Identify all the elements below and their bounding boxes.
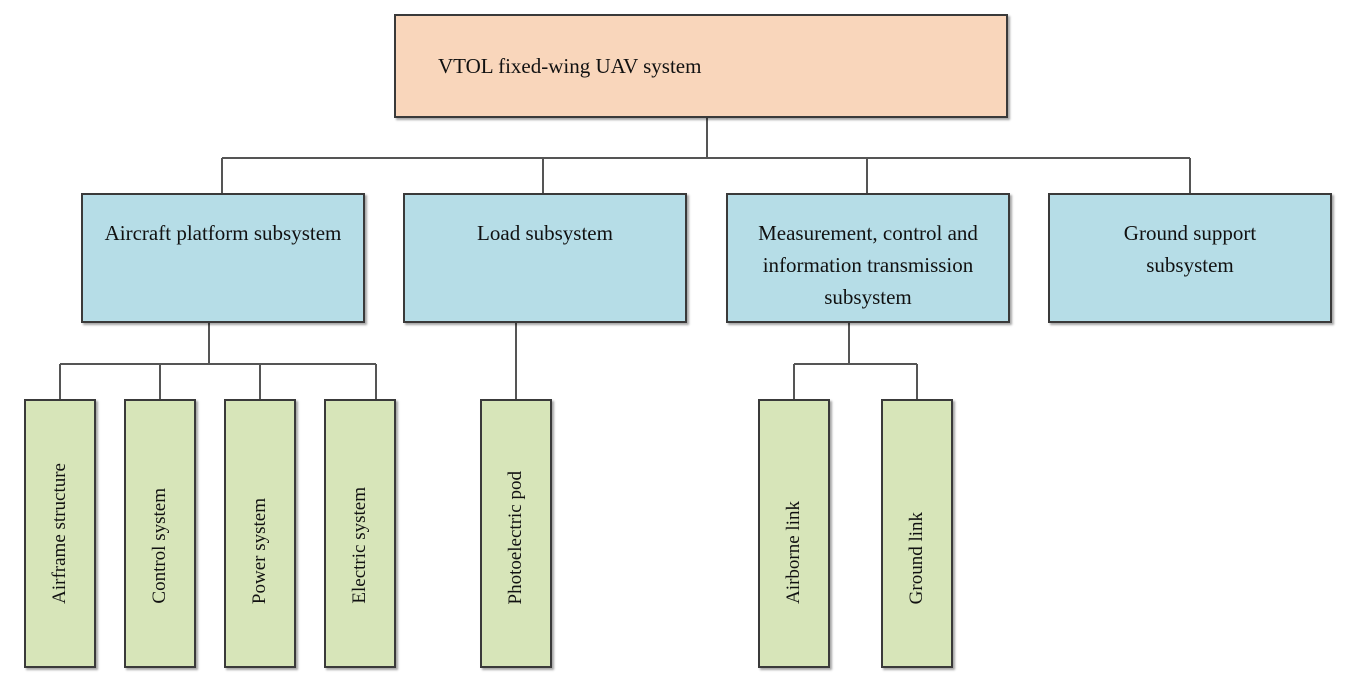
root-label: VTOL fixed-wing UAV system	[438, 53, 702, 78]
subsystem-label: Aircraft platform subsystem	[104, 221, 342, 245]
component-label: Power system	[249, 497, 270, 604]
subsystem-measurement-control: Measurement, control and information tra…	[726, 193, 1010, 323]
component-airframe-structure: Airframe structure	[24, 399, 96, 668]
subsystem-aircraft-platform: Aircraft platform subsystem	[81, 193, 365, 323]
component-label: Control system	[149, 488, 170, 604]
component-control-system: Control system	[124, 399, 196, 668]
subsystem-label: Load subsystem	[477, 221, 613, 245]
subsystem-ground-support: Ground support subsystem	[1048, 193, 1332, 323]
subsystem-load: Load subsystem	[403, 193, 687, 323]
component-photoelectric-pod: Photoelectric pod	[480, 399, 552, 668]
component-airborne-link: Airborne link	[758, 399, 830, 668]
subsystem-label: Measurement, control and information tra…	[758, 221, 978, 309]
component-label: Airborne link	[783, 501, 804, 604]
component-power-system: Power system	[224, 399, 296, 668]
component-label: Airframe structure	[49, 463, 70, 604]
component-ground-link: Ground link	[881, 399, 953, 668]
root-node: VTOL fixed-wing UAV system	[394, 14, 1008, 118]
component-label: Photoelectric pod	[505, 470, 526, 605]
subsystem-label: Ground support subsystem	[1123, 221, 1257, 277]
component-label: Electric system	[349, 487, 370, 604]
component-electric-system: Electric system	[324, 399, 396, 668]
component-label: Ground link	[906, 511, 927, 604]
